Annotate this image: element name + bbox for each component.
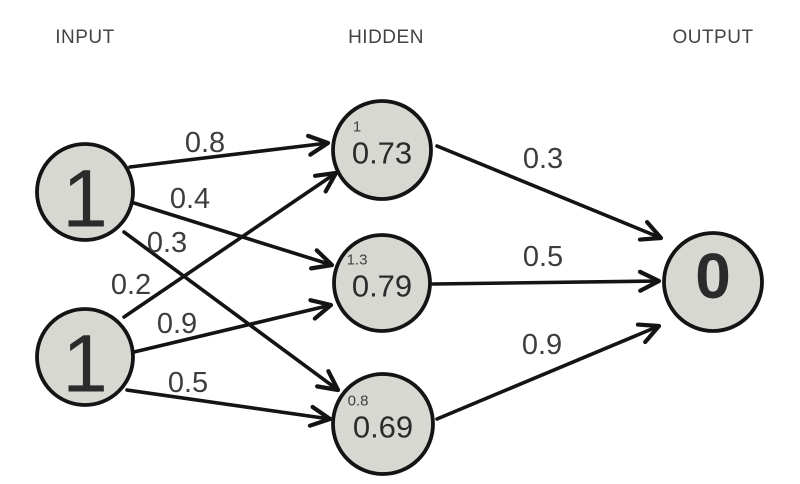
edge-weight-label-input-2-to-hidden-1: 0.2 <box>111 269 151 301</box>
edge-input-2-to-hidden-2 <box>132 298 334 354</box>
node-hidden-1-value: 0.73 <box>352 136 412 171</box>
node-input-1 <box>35 142 135 242</box>
edge-input-1-to-hidden-3 <box>122 230 341 393</box>
edge-weight-label-input-2-to-hidden-3: 0.5 <box>168 367 208 399</box>
node-hidden-1-pre-activation: 1 <box>353 119 361 136</box>
edge-weight-label-input-1-to-hidden-2: 0.4 <box>170 183 210 215</box>
edge-input-1-to-hidden-2 <box>132 201 335 271</box>
hidden-layer-header: HIDDEN <box>348 27 424 48</box>
node-input-1-value: 1 <box>62 154 108 245</box>
input-layer-header: INPUT <box>55 27 115 48</box>
edge-hidden-2-to-output-1 <box>431 269 662 293</box>
edge-input-1-to-hidden-1 <box>128 133 331 169</box>
node-hidden-1 <box>331 99 433 201</box>
node-output-1 <box>662 231 764 333</box>
node-hidden-3-pre-activation: 0.8 <box>348 393 369 410</box>
node-input-2-value: 1 <box>62 319 108 410</box>
edge-weight-label-hidden-1-to-output-1: 0.3 <box>523 143 563 175</box>
output-layer-header: OUTPUT <box>672 27 754 48</box>
edge-weight-label-hidden-2-to-output-1: 0.5 <box>523 241 563 273</box>
edge-hidden-3-to-output-1 <box>435 322 662 421</box>
node-hidden-3-value: 0.69 <box>353 410 413 445</box>
edge-hidden-1-to-output-1 <box>435 144 664 242</box>
edge-weight-label-hidden-3-to-output-1: 0.9 <box>522 329 562 361</box>
edge-weight-label-input-2-to-hidden-2: 0.9 <box>157 308 197 340</box>
node-output-1-value: 0 <box>695 240 731 312</box>
edge-input-2-to-hidden-3 <box>125 388 333 428</box>
edge-weight-label-input-1-to-hidden-3: 0.3 <box>147 227 187 259</box>
edge-input-2-to-hidden-1 <box>122 170 339 319</box>
node-hidden-2-value: 0.79 <box>352 269 412 304</box>
node-hidden-3 <box>331 372 435 476</box>
node-input-2 <box>35 307 135 407</box>
node-hidden-2-pre-activation: 1.3 <box>347 252 368 269</box>
edge-weight-label-input-1-to-hidden-1: 0.8 <box>185 127 225 159</box>
node-hidden-2 <box>332 233 432 333</box>
